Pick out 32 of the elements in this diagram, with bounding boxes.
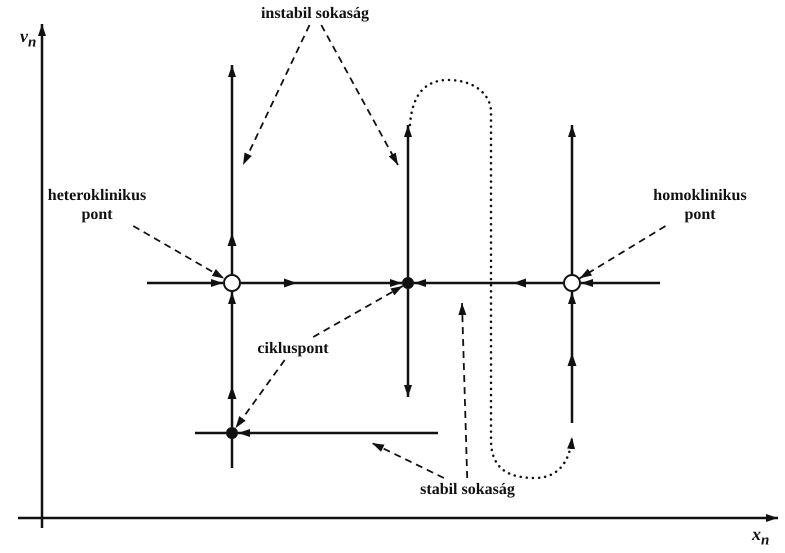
annotation-label: cikluspont <box>248 339 338 358</box>
axis-label: v$_{n}$ <box>20 26 36 52</box>
trajectory-line <box>241 278 402 288</box>
trajectory-line <box>228 65 236 274</box>
annotation-label: stabil sokaság <box>400 480 535 499</box>
trajectory-line <box>228 292 236 427</box>
trajectory-line <box>568 292 576 423</box>
trajectory-line <box>147 279 223 287</box>
leader-arrow <box>579 225 666 280</box>
filled-point-marker <box>402 277 414 289</box>
trajectory-line <box>404 289 412 397</box>
leader-arrow <box>458 302 468 478</box>
open-point-marker <box>563 274 581 292</box>
annotation-label: heteroklinikus pont <box>42 186 152 224</box>
trajectory-line <box>404 125 412 277</box>
annotation-label: homoklinikus pont <box>645 186 755 224</box>
leader-arrow <box>242 24 310 166</box>
trajectory-line <box>195 432 226 434</box>
leader-arrow <box>372 442 444 479</box>
filled-point-marker <box>226 427 238 439</box>
trajectory-line <box>568 125 576 274</box>
trajectory-line <box>238 429 438 437</box>
annotation-label: instabil sokaság <box>255 4 375 23</box>
open-point-marker <box>223 274 241 292</box>
trajectory-line <box>414 278 563 288</box>
leader-arrow <box>132 225 225 280</box>
leader-arrow <box>234 359 286 429</box>
trajectory-line <box>581 279 660 287</box>
leader-arrow <box>320 24 399 166</box>
axis-label: x$_{n}$ <box>752 524 770 550</box>
trajectory-line <box>230 439 234 468</box>
leader-arrow <box>312 285 404 338</box>
